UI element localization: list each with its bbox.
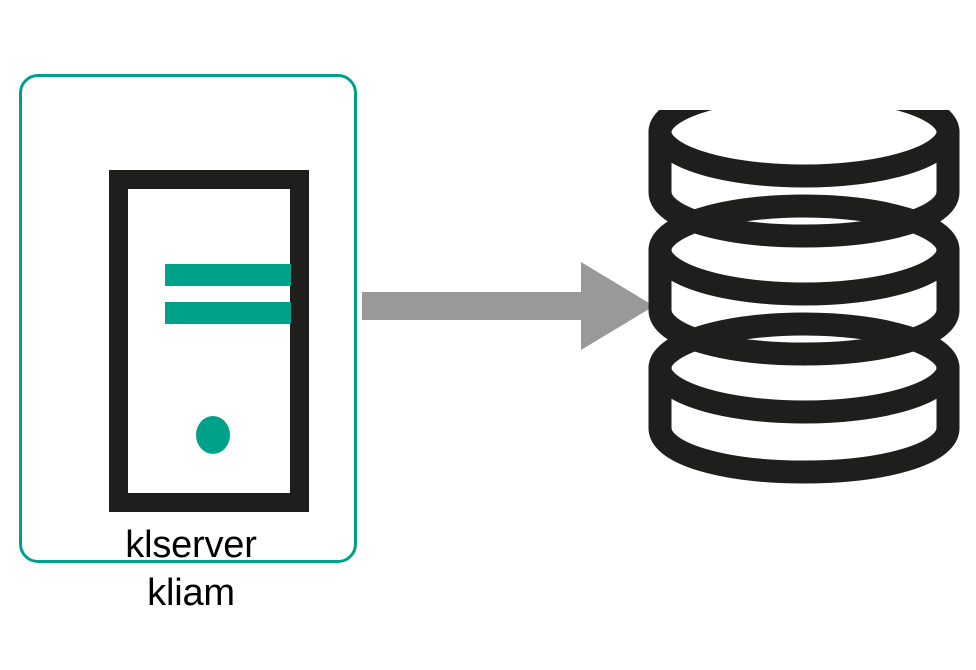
block-arrow-icon xyxy=(362,262,654,350)
server-drive-bay-bar-1 xyxy=(165,264,291,286)
server-tower-icon xyxy=(109,170,309,512)
server-power-led-icon xyxy=(196,416,230,454)
server-front-panel xyxy=(128,189,291,493)
server-node[interactable]: klserver kliam xyxy=(19,74,357,614)
database-cylinder-icon xyxy=(648,110,960,484)
server-node-label-line-1: klserver xyxy=(125,524,257,566)
server-drive-bay-bar-2 xyxy=(165,302,291,324)
server-node-label-line-2: kliam xyxy=(147,572,235,614)
server-to-database-arrow[interactable] xyxy=(362,258,658,354)
server-node-label: klserver kliam xyxy=(41,521,341,617)
database-node[interactable] xyxy=(648,110,960,492)
